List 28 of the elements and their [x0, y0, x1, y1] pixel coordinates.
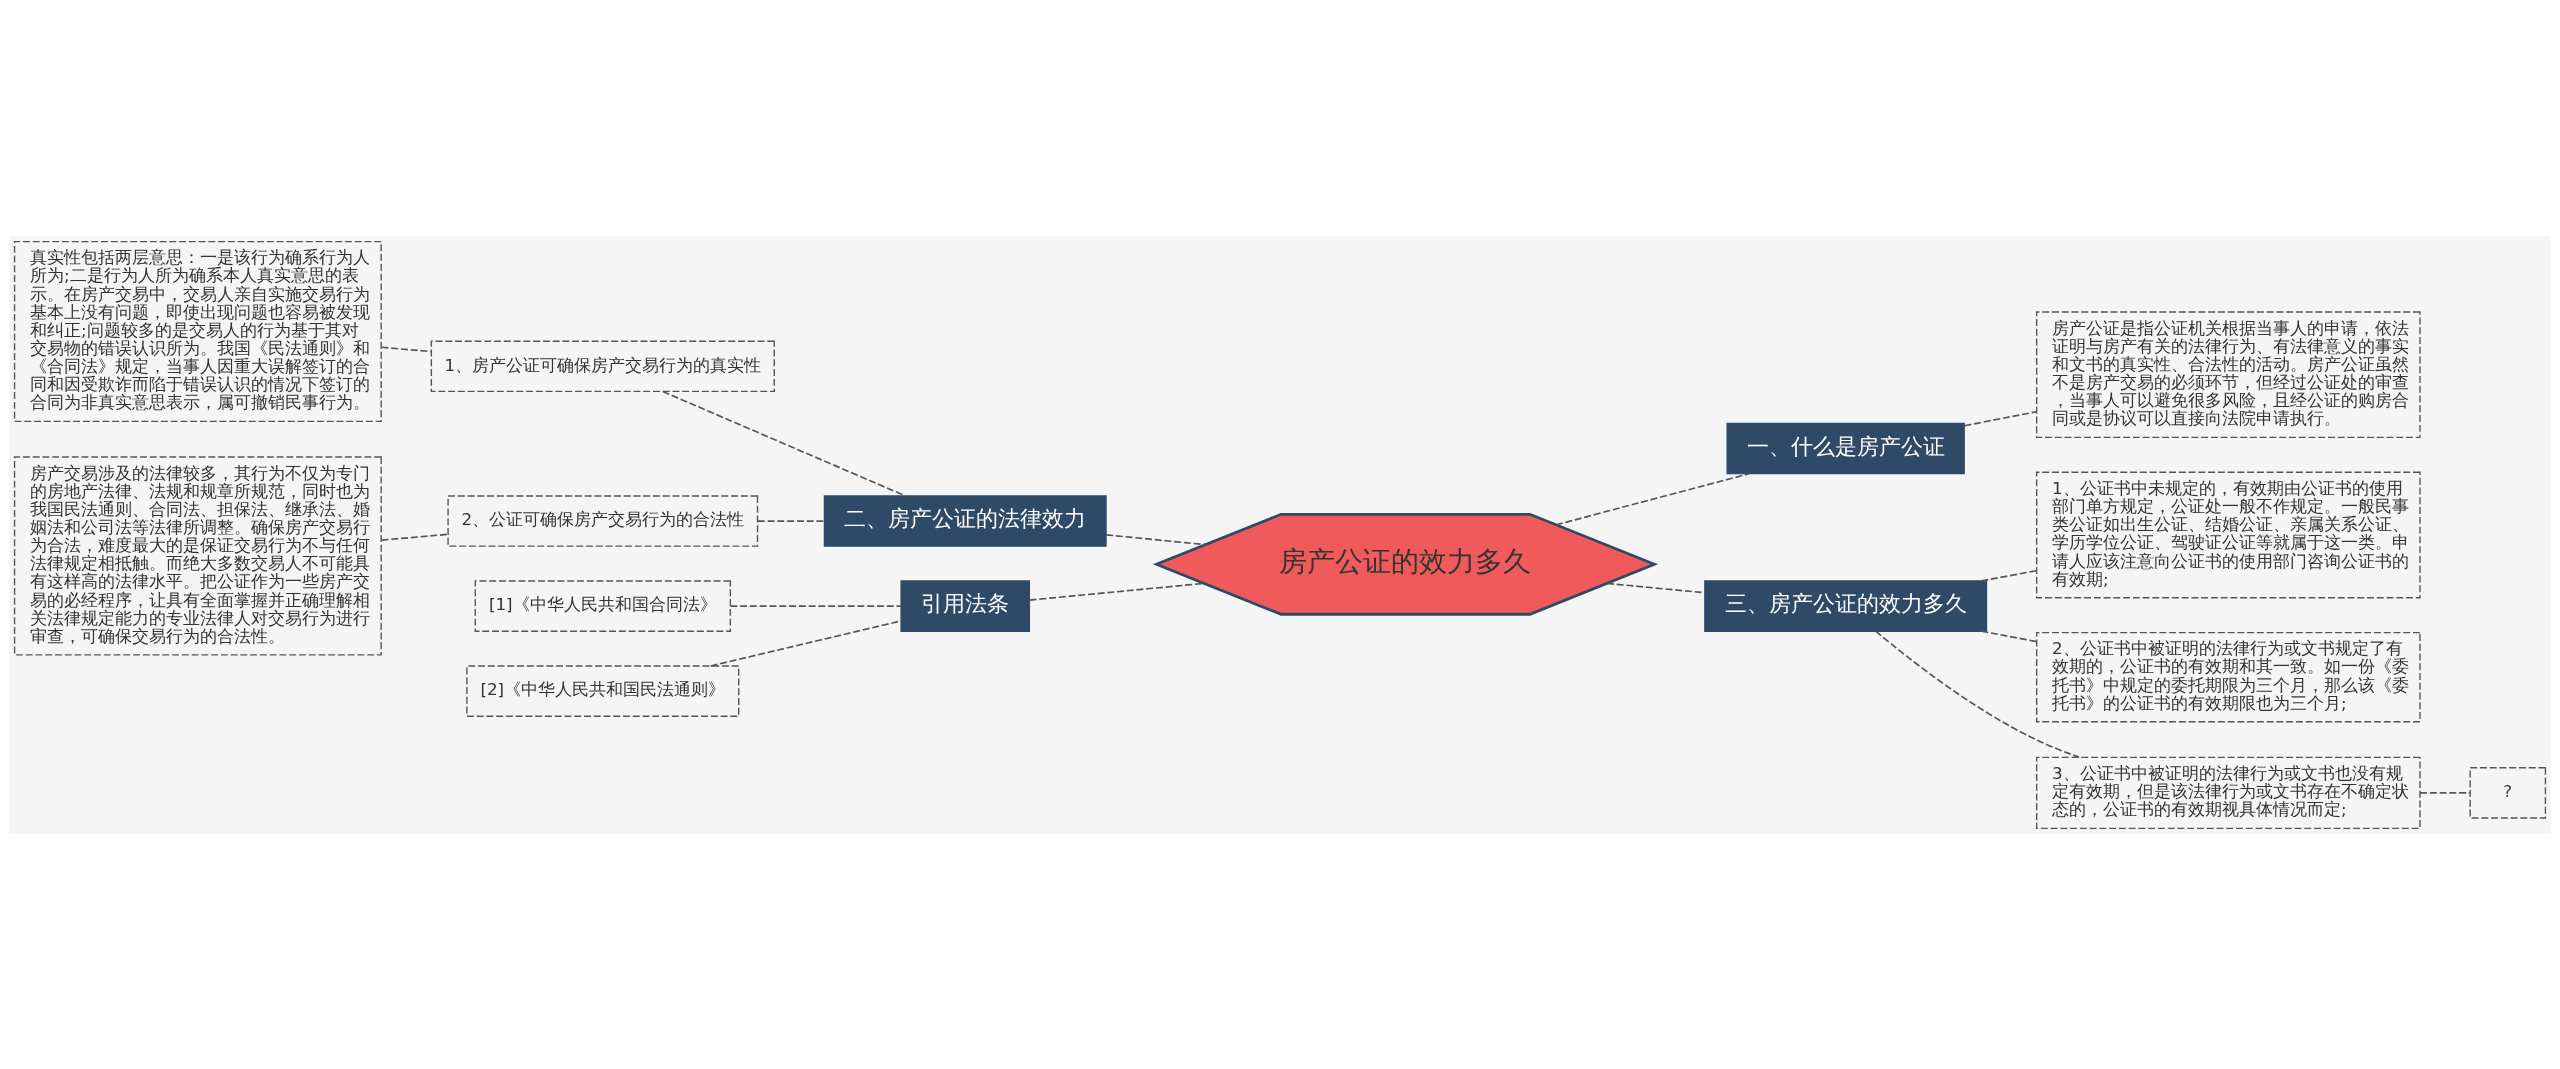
node-box: [1]《中华人民共和国合同法》 [474, 579, 732, 632]
node-box: 房产公证是指公证机关根据当事人的申请，依法证明与房产有关的法律行为、有法律意义的事实和文书的真实性、合法性的活动。房产公证虽然不是房产交易的必须环节，但经过公证处的审查，当事人可以避免很多风险，且经公证的购房合同或是协议可以直接向法院申请执行。 [2035, 310, 2421, 438]
node-box: 二、房产公证的法律效力 [823, 494, 1107, 547]
node-box: 1、公证书中未规定的，有效期由公证书的使用部门单方规定，公证处一般不作规定。一般民事类公证如出生公证、结婚公证、亲属关系公证、学历学位公证、驾驶证公证等就属于这一类。申请人应该注意向公证书的使用部门咨询公证书的有效期; [2035, 471, 2421, 598]
connector [1028, 582, 1205, 601]
node-box: 1、房产公证可确保房产交易行为的真实性 [430, 340, 775, 392]
node-box: ? [2469, 766, 2547, 819]
connector [1555, 472, 1750, 526]
node-box: 2、公证可确保房产交易行为的合法性 [447, 494, 759, 547]
connector [1606, 582, 1706, 594]
connector [380, 533, 449, 541]
connector [380, 345, 432, 352]
connector [729, 604, 902, 607]
node-box: 房产交易涉及的法律较多，其行为不仅为专门的房地产法律、法规和规章所规范，同时也为我国民法通则、合同法、担保法、继承法、婚姻法和公司法等法律所调整。确保房产交易行为合法，难度最大的是保证交易行为不与任何法律规定相抵触。而绝大多数交易人不可能具有这样高的法律水平。把公证作为一些房产交易的必经程序，让具有全面掌握并正确理解相关法律规定能力的专业法律人对交易行为进行审查，可确保交易行为的合法性。 [13, 455, 382, 656]
connector [1980, 569, 2037, 582]
node-box: 三、房产公证的效力多久 [1704, 579, 1988, 632]
connector [756, 519, 825, 522]
connector [2419, 791, 2471, 794]
node-box: 3、公证书中被证明的法律行为或文书也没有规定有效期，但是该法律行为或文书存在不确定状态的，公证书的有效期视具体情况而定; [2035, 756, 2421, 829]
connector [1963, 410, 2038, 427]
connector [1980, 629, 2037, 642]
connector [709, 619, 902, 667]
node-box: 2、公证书中被证明的法律行为或文书规定了有效期的，公证书的有效期和其一致。如一份《委托书》中规定的委托期限为三个月，那么该《委托书》的公证书的有效期限也为三个月; [2035, 631, 2421, 722]
node-box: 引用法条 [900, 579, 1031, 632]
connector [1105, 533, 1206, 545]
node-box: 一、什么是房产公证 [1726, 422, 1965, 474]
node-box: 真实性包括两层意思：一是该行为确系行为人所为;二是行为人所为确系本人真实意思的表示。在房产交易中，交易人亲自实施交易行为基本上没有问题，即使出现问题也容易被发现和纠正;问题较多的是交易人的行为基于其对交易物的错误认识所为。我国《民法通则》和《合同法》规定，当事人因重大误解签订的合同和因受欺诈而陷于错误认识的情况下签订的合同为非真实意思表示，属可撤销民事行为。 [13, 240, 382, 422]
node-box: [2]《中华人民共和国民法通则》 [466, 664, 740, 717]
